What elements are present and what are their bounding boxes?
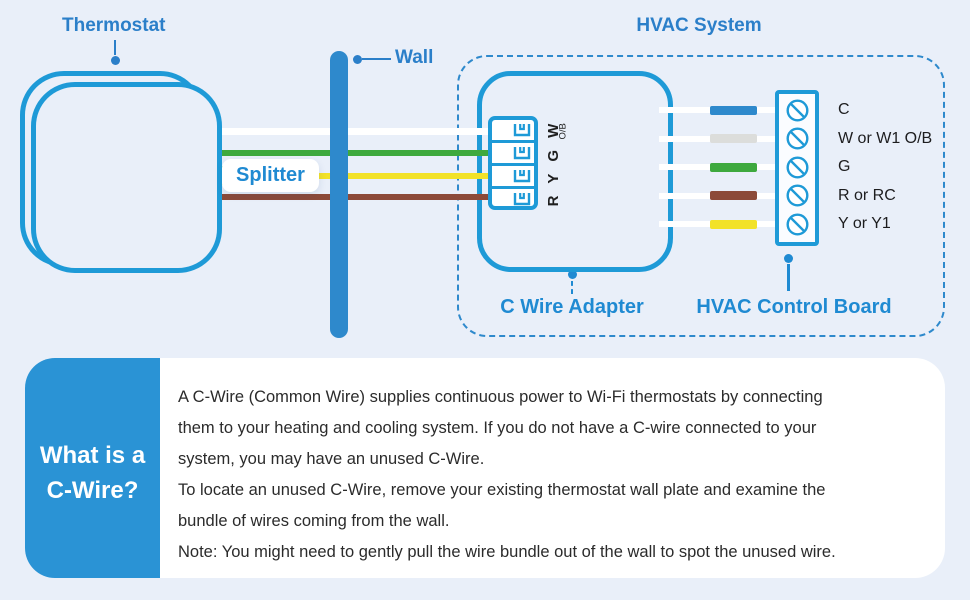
body-text-line: A C-Wire (Common Wire) supplies continuo… bbox=[178, 388, 823, 406]
terminal-divider bbox=[492, 186, 534, 189]
body-text-line: bundle of wires coming from the wall. bbox=[178, 512, 450, 530]
terminal-label-r: R or RC bbox=[838, 186, 896, 204]
yellow-wire bbox=[252, 173, 494, 179]
splitter-label: Splitter bbox=[222, 159, 319, 192]
w-wire-segment bbox=[710, 134, 757, 143]
info-card-title-panel: What is a C-Wire? bbox=[25, 358, 160, 578]
y-wire-segment bbox=[710, 219, 757, 229]
body-text-line: them to your heating and cooling system.… bbox=[178, 419, 817, 437]
adapter-pointer-line bbox=[571, 281, 573, 294]
wall-label: Wall bbox=[395, 47, 434, 68]
hvac-system-label: HVAC System bbox=[636, 15, 762, 36]
terminal-label-y: Y or Y1 bbox=[838, 215, 891, 232]
body-text-line: system, you may have an unused C-Wire. bbox=[178, 450, 485, 468]
body-text-line: Note: You might need to gently pull the … bbox=[178, 543, 836, 561]
r-wire-segment bbox=[710, 191, 757, 200]
adapter-terminal-block bbox=[488, 116, 538, 210]
c-wire-segment bbox=[710, 105, 757, 115]
thermostat-pointer-line bbox=[114, 40, 116, 55]
g-wire-segment bbox=[710, 162, 757, 172]
green-wire bbox=[208, 150, 494, 156]
board-pointer-line bbox=[787, 264, 790, 291]
board-pointer-dot bbox=[784, 254, 793, 263]
screw-terminal-icon bbox=[786, 184, 809, 207]
screw-terminal-icon bbox=[786, 98, 809, 122]
thermostat-pointer-dot bbox=[111, 56, 120, 65]
info-card-body: A C-Wire (Common Wire) supplies continuo… bbox=[178, 382, 917, 568]
adapter-pointer-dot bbox=[568, 270, 577, 279]
spring-terminal-icon bbox=[513, 193, 531, 206]
hvac-control-board-label: HVAC Control Board bbox=[696, 296, 892, 318]
info-card: What is a C-Wire? A C-Wire (Common Wire)… bbox=[25, 358, 945, 578]
screw-terminal-icon bbox=[786, 127, 809, 150]
screw-terminal-icon bbox=[786, 155, 809, 179]
terminal-label-w: W or W1 O/B bbox=[838, 129, 933, 147]
thermostat-body bbox=[31, 82, 222, 273]
info-card-title-line1: What is a bbox=[39, 442, 146, 469]
spring-terminal-icon bbox=[513, 124, 531, 137]
white-wire bbox=[208, 128, 494, 135]
terminal-divider bbox=[492, 140, 534, 143]
terminal-divider bbox=[492, 163, 534, 166]
spring-terminal-icon bbox=[513, 147, 531, 160]
info-card-title-line2: C-Wire? bbox=[46, 477, 139, 504]
terminal-label-g: G bbox=[838, 158, 851, 175]
brown-wire bbox=[208, 194, 494, 200]
wall-bar bbox=[330, 51, 348, 338]
thermostat-label: Thermostat bbox=[62, 15, 166, 36]
wall-pointer-dot bbox=[353, 55, 362, 64]
terminal-label-c: C bbox=[838, 101, 850, 118]
adapter-ob-note: O/B bbox=[557, 123, 569, 140]
c-wire-adapter-label: C Wire Adapter bbox=[500, 296, 644, 318]
body-text-line: To locate an unused C-Wire, remove your … bbox=[178, 481, 826, 499]
spring-terminal-icon bbox=[513, 170, 531, 183]
screw-terminal-icon bbox=[786, 212, 809, 236]
wall-pointer-line bbox=[362, 58, 391, 60]
